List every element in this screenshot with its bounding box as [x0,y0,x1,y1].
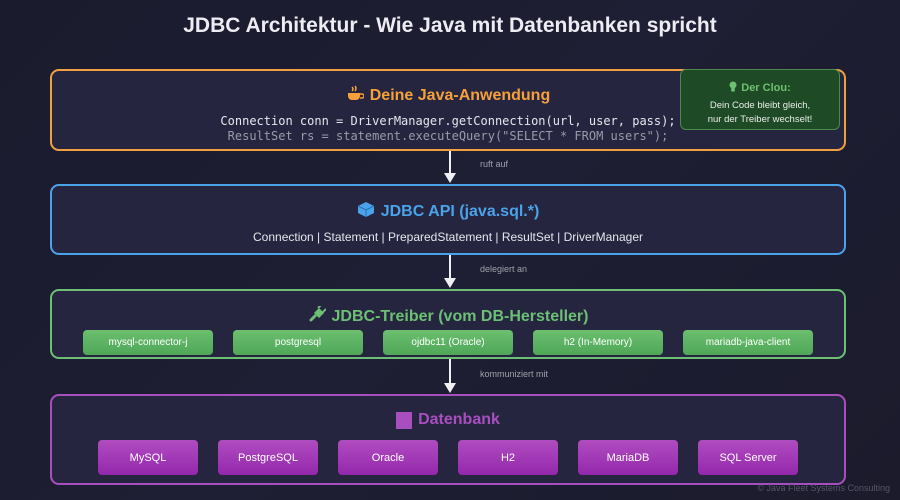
database-chip: H2 [458,440,558,475]
database-chip: Oracle [338,440,438,475]
driver-chip: mysql-connector-j [83,330,213,355]
jdbc-driver-title: JDBC-Treiber (vom DB-Hersteller) [331,308,589,325]
database-layer: Datenbank MySQL PostgreSQL Oracle H2 Mar… [50,394,846,485]
coffee-icon [346,85,365,106]
code-line-resultset: ResultSet rs = statement.executeQuery("S… [227,129,669,143]
arrow-down-icon [444,359,456,393]
copyright-footer: © Java Fleet Systems Consulting [757,483,890,493]
database-icon [396,411,413,429]
arrow-label-delegates: delegiert an [480,264,528,274]
database-chip: MySQL [98,440,198,475]
driver-list: mysql-connector-j postgresql ojdbc11 (Or… [52,330,844,355]
callout-box: Der Clou: Dein Code bleibt gleich, nur d… [680,69,840,130]
callout-heading: Der Clou: [681,81,839,95]
arrow-down-icon [444,151,456,183]
jdbc-api-title: JDBC API (java.sql.*) [380,203,540,220]
code-line-connection: Connection conn = DriverManager.getConne… [220,114,676,128]
jdbc-driver-layer: JDBC-Treiber (vom DB-Hersteller) mysql-c… [50,289,846,359]
jdbc-api-layer: JDBC API (java.sql.*) Connection | State… [50,184,846,255]
database-list: MySQL PostgreSQL Oracle H2 MariaDB SQL S… [52,440,844,475]
callout-line-1: Dein Code bleibt gleich, [709,100,811,111]
plug-icon [308,304,327,328]
jdbc-driver-heading: JDBC-Treiber (vom DB-Hersteller) [52,304,844,328]
package-icon [357,201,375,223]
database-chip: PostgreSQL [218,440,318,475]
jdbc-api-interfaces: Connection | Statement | PreparedStateme… [253,230,643,244]
java-application-title: Deine Java-Anwendung [369,86,551,104]
lightbulb-icon [729,81,737,95]
callout-title: Der Clou: [741,82,791,94]
diagram-title: JDBC Architektur - Wie Java mit Datenban… [183,14,717,37]
driver-chip: mariadb-java-client [683,330,813,355]
driver-chip: h2 (In-Memory) [533,330,663,355]
jdbc-api-heading: JDBC API (java.sql.*) [52,201,844,223]
database-title: Datenbank [418,411,500,428]
database-chip: SQL Server [698,440,798,475]
database-chip: MariaDB [578,440,678,475]
driver-chip: ojdbc11 (Oracle) [383,330,513,355]
arrow-label-communicates: kommuniziert mit [480,369,549,379]
arrow-label-calls: ruft auf [480,159,509,169]
driver-chip: postgresql [233,330,363,355]
arrow-down-icon [444,255,456,288]
java-application-heading: Deine Java-Anwendung [52,85,844,106]
callout-line-2: nur der Treiber wechselt! [707,114,813,125]
database-heading: Datenbank [52,411,844,429]
